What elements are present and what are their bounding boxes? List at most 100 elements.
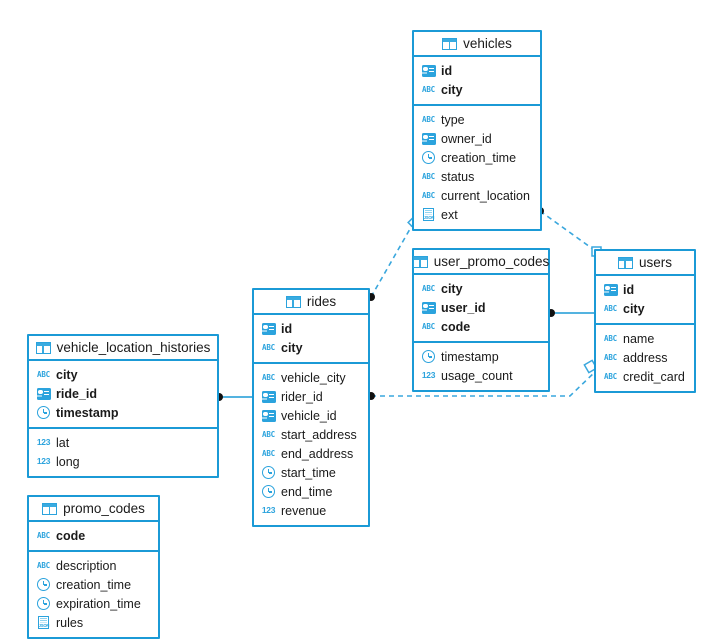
column-row[interactable]: id (596, 280, 694, 299)
column-label: timestamp (441, 349, 499, 364)
table-header[interactable]: vehicles (414, 32, 540, 57)
abc-icon: ABC (604, 371, 617, 381)
column-label: long (56, 454, 80, 469)
column-label: vehicle_city (281, 370, 346, 385)
column-row[interactable]: start_time (254, 463, 368, 482)
column-row[interactable]: id (414, 61, 540, 80)
column-label: current_location (441, 188, 530, 203)
column-row[interactable]: ride_id (29, 384, 217, 403)
table-name: vehicles (463, 36, 512, 51)
column-row[interactable]: rules (29, 613, 158, 632)
num-icon: 123 (36, 437, 51, 448)
column-row[interactable]: ABC code (414, 317, 548, 336)
table-header[interactable]: vehicle_location_histories (29, 336, 217, 361)
json-icon (421, 208, 436, 221)
abc-icon: ABC (422, 114, 435, 124)
column-row[interactable]: timestamp (29, 403, 217, 422)
column-label: id (281, 321, 293, 336)
column-label: city (281, 340, 303, 355)
column-row[interactable]: rider_id (254, 387, 368, 406)
abc-icon: ABC (262, 448, 275, 458)
column-label: rules (56, 615, 84, 630)
table-header[interactable]: users (596, 251, 694, 276)
column-label: start_time (281, 465, 336, 480)
column-label: vehicle_id (281, 408, 337, 423)
json-icon (36, 616, 51, 629)
column-label: id (623, 282, 635, 297)
column-label: ext (441, 207, 458, 222)
column-label: id (441, 63, 453, 78)
column-label: status (441, 169, 475, 184)
connector-rides-vehicles (370, 221, 415, 298)
column-row[interactable]: owner_id (414, 129, 540, 148)
key-icon (261, 322, 276, 335)
abc-icon: ABC (37, 369, 50, 379)
column-label: address (623, 350, 668, 365)
column-row[interactable]: id (254, 319, 368, 338)
table-header[interactable]: user_promo_codes (412, 250, 550, 275)
table-header[interactable]: rides (254, 290, 368, 315)
column-label: code (441, 319, 471, 334)
column-row[interactable]: expiration_time (29, 594, 158, 613)
column-row[interactable]: vehicle_id (254, 406, 368, 425)
key-icon (421, 132, 436, 145)
num-icon: 123 (36, 456, 51, 467)
column-label: creation_time (441, 150, 517, 165)
abc-icon: ABC (422, 321, 435, 331)
key-icon (421, 301, 436, 314)
column-row[interactable]: 123 long (29, 452, 217, 471)
column-label: credit_card (623, 369, 685, 384)
abc-icon: ABC (604, 303, 617, 313)
clock-icon (421, 151, 436, 164)
table-name: user_promo_codes (433, 254, 550, 269)
column-row[interactable]: creation_time (29, 575, 158, 594)
key-icon (421, 64, 436, 77)
column-label: city (441, 82, 463, 97)
column-row[interactable]: end_time (254, 482, 368, 501)
table-icon (35, 341, 51, 354)
abc-icon: ABC (422, 283, 435, 293)
column-label: start_address (281, 427, 357, 442)
column-label: creation_time (56, 577, 132, 592)
table-header[interactable]: promo_codes (29, 497, 158, 522)
column-row[interactable]: timestamp (414, 347, 548, 366)
column-row[interactable]: user_id (414, 298, 548, 317)
table-icon (412, 255, 428, 268)
column-row[interactable]: ext (414, 205, 540, 224)
column-row[interactable]: ABC credit_card (596, 367, 694, 386)
column-row[interactable]: creation_time (414, 148, 540, 167)
column-label: expiration_time (56, 596, 141, 611)
